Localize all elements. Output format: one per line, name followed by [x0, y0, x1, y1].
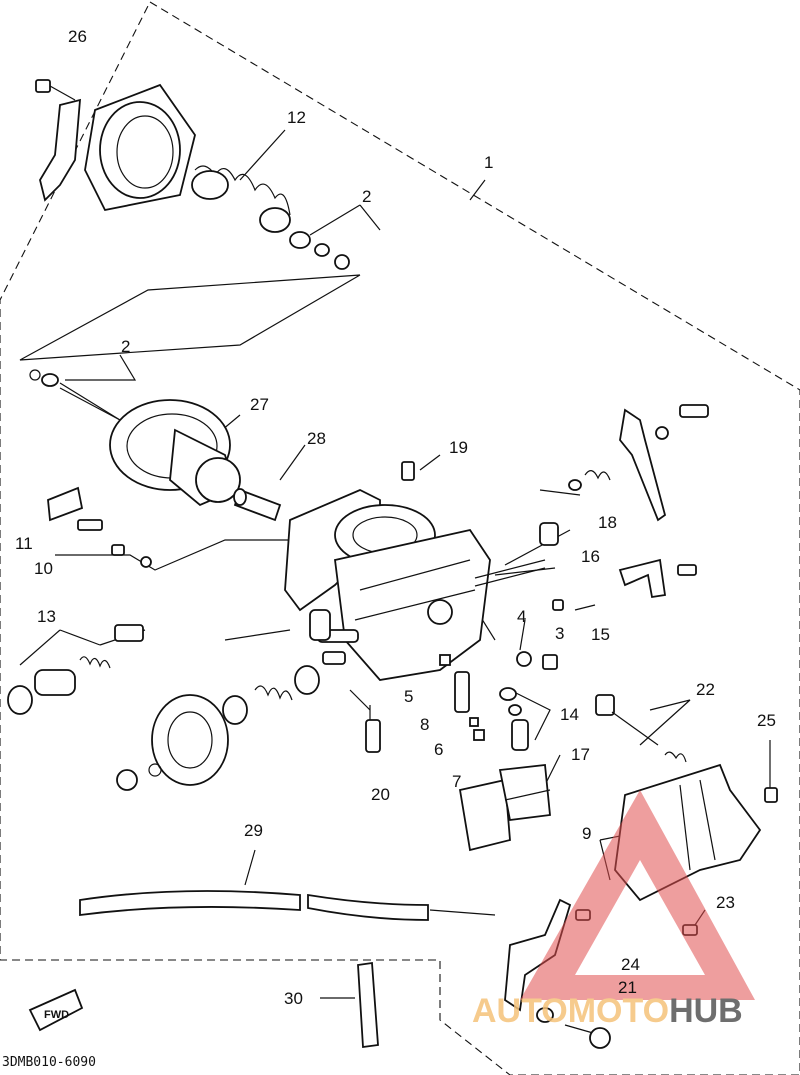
callout-24: 24 — [621, 955, 640, 974]
washer-part-4 — [516, 651, 532, 667]
callout-3: 3 — [555, 624, 564, 643]
callout-13: 13 — [37, 607, 56, 626]
callout-17: 17 — [571, 745, 590, 764]
carburetor-body — [284, 489, 546, 681]
screw-part-3 — [542, 654, 558, 670]
callout-20: 20 — [371, 785, 390, 804]
callout-19: 19 — [449, 438, 468, 457]
callout-9: 9 — [582, 824, 591, 843]
callout-28: 28 — [307, 429, 326, 448]
callout-25: 25 — [757, 711, 776, 730]
fwd-arrow-icon: FWD — [28, 988, 84, 1032]
callout-12: 12 — [287, 108, 306, 127]
screw-part-21 — [536, 1007, 611, 1049]
callout-30: 30 — [284, 989, 303, 1008]
screw-part-25 — [764, 787, 778, 803]
callout-2-lower: 2 — [121, 337, 130, 356]
callout-16: 16 — [581, 547, 600, 566]
callout-11: 11 — [15, 534, 33, 553]
rod-part-16 — [494, 567, 556, 576]
valve-part-22 — [595, 694, 687, 763]
callout-15: 15 — [591, 625, 610, 644]
screw-part-19 — [401, 461, 415, 481]
callout-5: 5 — [404, 687, 413, 706]
float-part-17 — [458, 764, 551, 852]
hose-part-29 — [79, 890, 429, 921]
drawing-code: 3DMB010-6090 — [2, 1055, 96, 1070]
strap-part-30 — [357, 961, 379, 1049]
watermark-triangle-icon — [520, 790, 755, 1000]
callout-27: 27 — [250, 395, 269, 414]
choke-plunger-stack — [222, 651, 346, 725]
jet-set-part-14 — [499, 687, 529, 751]
needle-set-part-2-lower — [29, 369, 121, 421]
diaphragm-piston-part-27 — [109, 399, 241, 507]
callout-4: 4 — [517, 607, 526, 626]
bracket-part-15 — [552, 558, 697, 611]
screw-part-20 — [365, 705, 381, 753]
watermark-text-2: HUB — [669, 992, 743, 1030]
throttle-linkage — [568, 404, 709, 522]
callout-14: 14 — [560, 705, 579, 724]
fwd-label: FWD — [44, 1009, 69, 1021]
callout-26: 26 — [68, 27, 87, 46]
spring-part-12 — [191, 165, 291, 233]
callout-23: 23 — [716, 893, 735, 912]
pilot-screw-part-13 — [7, 624, 144, 715]
cap-part-18 — [539, 522, 559, 546]
tube-part-28 — [233, 488, 282, 522]
watermark-text-1: AUTOMOTO — [472, 992, 669, 1030]
svg-text:AUTOMOTOHUB: AUTOMOTOHUB — [472, 992, 743, 1030]
callout-10: 10 — [34, 559, 53, 578]
callout-labels: 1 2 2 3 4 5 6 7 8 9 10 11 12 13 14 15 16… — [15, 27, 776, 1008]
callout-22: 22 — [696, 680, 715, 699]
cover-plate — [116, 694, 229, 791]
watermark: AUTOMOTOHUB — [472, 790, 755, 1030]
callout-29: 29 — [244, 821, 263, 840]
callout-18: 18 — [598, 513, 617, 532]
seal-set-part-2-upper — [289, 231, 350, 270]
screw-set-parts-10-11 — [47, 486, 152, 568]
callout-8: 8 — [420, 715, 429, 734]
intake-flange-part-26 — [35, 79, 196, 212]
callout-21: 21 — [618, 978, 637, 997]
callout-7: 7 — [452, 772, 461, 791]
callout-1: 1 — [484, 153, 493, 172]
jet-set-parts-5-8 — [439, 654, 485, 741]
callout-2-upper: 2 — [362, 187, 371, 206]
callout-6: 6 — [434, 740, 443, 759]
